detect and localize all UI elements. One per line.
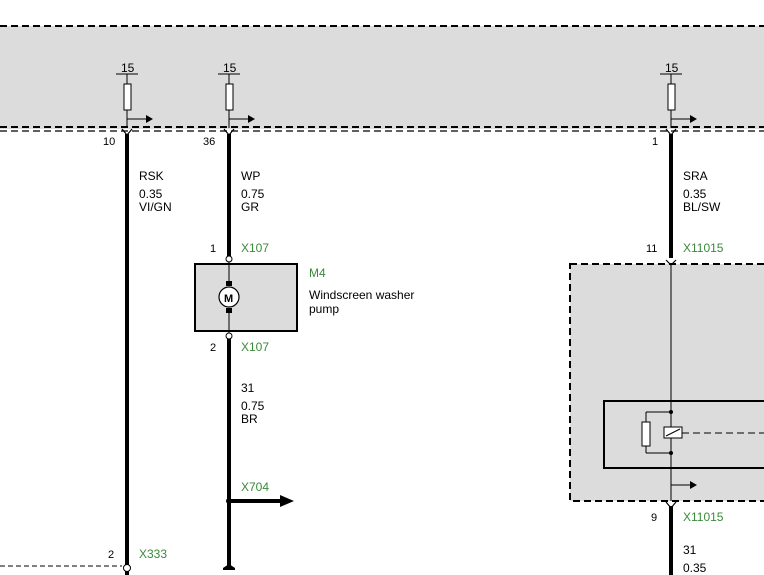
wire-color: BL/SW (683, 200, 721, 214)
connector-label: X704 (241, 480, 269, 494)
motor-icon (218, 286, 240, 308)
fuse-label: 15 (223, 61, 237, 75)
wire-wp-ground: 31 0.75 BR X704 (223, 339, 294, 570)
arrow-right-icon (280, 495, 294, 507)
wire-name: RSK (139, 169, 164, 183)
pin-number: 36 (203, 136, 215, 148)
connector-label: X107 (241, 340, 269, 354)
pin-number: 11 (646, 243, 657, 255)
fuse-label: 15 (665, 61, 679, 75)
fuse-15-rsk: 15 (116, 61, 153, 128)
pin-number: 9 (651, 512, 657, 524)
pin-number: 1 (210, 243, 216, 255)
pin-number: 2 (108, 549, 114, 561)
wire-gauge: 0.75 (241, 187, 265, 201)
wire-sra: 1 SRA 0.35 BL/SW (652, 134, 721, 258)
wire-name: WP (241, 169, 260, 183)
wire-wp: 36 WP 0.75 GR (203, 134, 265, 258)
wire-color: GR (241, 200, 259, 214)
component-description: Windscreen washer (309, 288, 414, 302)
wire-gauge: 0.75 (241, 399, 265, 413)
connector-label: X333 (139, 547, 167, 561)
wire-gauge: 0.35 (683, 187, 707, 201)
component-id: M4 (309, 266, 326, 280)
component-description: pump (309, 302, 339, 316)
pin-number: 1 (652, 136, 658, 148)
wire-rsk: 10 RSK 0.35 VI/GN (103, 134, 172, 575)
band-pin-markers (121, 128, 677, 136)
fuse-label: 15 (121, 61, 135, 75)
wire-name: 31 (683, 543, 697, 557)
washer-pump-m4: 1 X107 M 2 X107 M4 Windscreen washer pum… (194, 241, 414, 354)
control-unit-band (0, 25, 764, 132)
pin-number: 10 (103, 136, 115, 148)
motor-symbol: M (224, 293, 233, 305)
wire-sra-ground: 31 0.35 (669, 506, 707, 575)
wire-gauge: 0.35 (683, 561, 707, 575)
module-x11015: 11 X11015 9 X11015 (569, 241, 764, 524)
fuse-15-wp: 15 (218, 61, 255, 128)
wire-name: 31 (241, 381, 255, 395)
fuse-15-sra: 15 (660, 61, 697, 128)
connector-label: X107 (241, 241, 269, 255)
connector-label: X11015 (683, 241, 724, 255)
connector-label: X11015 (683, 510, 724, 524)
wire-color: VI/GN (139, 200, 172, 214)
wire-name: SRA (683, 169, 708, 183)
wire-gauge: 0.35 (139, 187, 163, 201)
rsk-bottom-connector: 2 X333 (0, 547, 167, 572)
pin-number: 2 (210, 342, 216, 354)
wire-color: BR (241, 412, 258, 426)
